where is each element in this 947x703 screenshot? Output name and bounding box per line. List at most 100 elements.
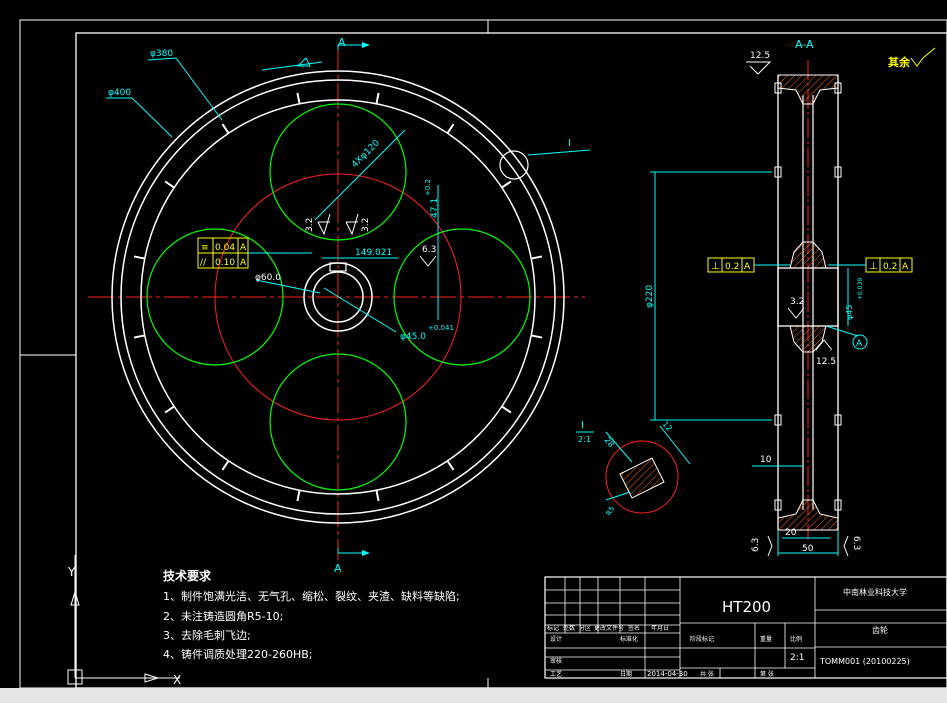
roughness-hub: 3.2 — [790, 297, 804, 307]
rim-rib-mark — [531, 255, 543, 260]
hub-roughness-symbol — [787, 307, 805, 319]
rim-rib-mark — [501, 405, 512, 414]
rim-rib-marks — [133, 92, 543, 502]
corner-roughness-note: 其余 — [888, 55, 911, 69]
d380-leader — [147, 57, 177, 61]
rim-rib-mark — [296, 490, 301, 502]
rib-edge-mark — [834, 82, 842, 94]
tb-label-designer: 设计 — [550, 635, 562, 643]
tb-label-process: 工艺 — [550, 670, 562, 678]
gear-root-circle — [140, 99, 536, 495]
university-label: 中南林业科技大学 — [843, 587, 907, 597]
scale-value: 2:1 — [790, 653, 804, 663]
title-block: HT200 中南林业科技大学 齿轮 TOMM001 (20100225) 2:1… — [544, 576, 947, 679]
tb-label-sheet: 第 张 — [760, 670, 774, 678]
hub-leader — [255, 279, 321, 294]
ucs-origin-box — [67, 669, 83, 685]
detail-dim-c — [605, 491, 631, 501]
section-arrow-top — [337, 44, 362, 50]
roughness-right-symbol — [843, 535, 849, 557]
section-title: A-A — [795, 38, 814, 51]
rim-rib-mark — [221, 460, 230, 471]
roughness-symbol-top — [746, 61, 772, 75]
roughness-12-5-bottom: 12.5 — [816, 357, 836, 367]
gear-rim-inner-circle — [120, 79, 556, 515]
ucs-icon: Y X — [67, 555, 181, 687]
rim-section-top — [777, 74, 839, 105]
detail-i-region — [499, 150, 529, 180]
tol-row2-datum: A — [240, 258, 247, 268]
rib-edge-marks — [774, 82, 842, 511]
tb-label-change: 更改文件号 — [594, 624, 624, 632]
tol-row1-value: 0.04 — [215, 243, 235, 253]
detail-label: I — [581, 420, 584, 431]
dim-10: 10 — [760, 455, 772, 465]
front-view: I A A φ380 φ400 4Xφ120 47.1 +0.2 149.021 — [88, 36, 591, 575]
tech-requirement-item: 4、铸件调质处理220-260HB; — [163, 647, 312, 661]
tb-label-mark: 标记 — [547, 624, 559, 632]
tech-requirement-item: 1、制件饱满光洁、无气孔、缩松、裂纹、夹渣、缺料等缺陷; — [163, 589, 460, 603]
roughness-3-2b: 3.2 — [361, 218, 371, 232]
section-arrow-bottom — [337, 548, 362, 554]
hub-bore — [777, 267, 839, 327]
tech-requirements-title: 技术要求 — [163, 568, 212, 583]
tol-left-value: 0.2 — [725, 262, 739, 272]
title-block-grid — [545, 577, 947, 678]
tb-label-weight: 重量 — [760, 635, 772, 643]
rim-rib-mark — [296, 92, 301, 104]
roughness-12-5-top: 12.5 — [750, 51, 770, 61]
tb-label-count: 处数 — [563, 624, 575, 632]
rim-rib-mark — [446, 460, 455, 471]
detail-slot — [619, 457, 665, 499]
rim-rib-mark — [133, 255, 145, 260]
roughness-left: 6.3 — [751, 538, 761, 552]
tol-frame-right — [828, 257, 913, 273]
tol-frame-left — [707, 257, 790, 273]
rim-rib-mark — [531, 334, 543, 339]
detail-circle — [605, 440, 679, 514]
surface-mark-top — [296, 57, 311, 67]
detail-dim-a-text: 28 — [602, 436, 615, 450]
dim-d380: φ380 — [150, 49, 173, 59]
rib-edge-mark — [774, 82, 782, 94]
bore-circle — [312, 271, 364, 323]
gear-outer-circle — [111, 70, 565, 524]
detail-dim-c-text: R5 — [605, 505, 617, 517]
title-block-frame — [544, 576, 947, 679]
dim-47: 47.1 — [430, 198, 440, 218]
cad-drawing-canvas[interactable]: I A A φ380 φ400 4Xφ120 47.1 +0.2 149.021 — [0, 0, 947, 688]
inner-frame — [75, 32, 947, 688]
keyway — [329, 262, 347, 272]
tol-left-datum: A — [744, 262, 751, 272]
dim-bore-section-tol: +0.039 — [857, 278, 864, 300]
datum-leader — [825, 325, 859, 337]
section-mark-top: A — [338, 36, 346, 49]
rim-rib-mark — [133, 334, 145, 339]
lightening-hole-right — [393, 228, 531, 366]
dim-47-tol: +0.2 — [424, 179, 432, 196]
rim-rib-mark — [446, 123, 455, 134]
roughness-6-3: 6.3 — [422, 245, 436, 255]
roughness-mark-6-3 — [419, 255, 437, 267]
dim-50: 50 — [802, 544, 814, 554]
drawing-number: TOMM001 (20100225) — [819, 657, 910, 666]
lightening-hole-left — [146, 228, 284, 366]
detail-dim-b-text: 12 — [660, 420, 673, 434]
tb-label-scale: 比例 — [790, 635, 802, 643]
tol-right-symbol: ⊥ — [869, 261, 878, 272]
tb-label-checker: 审核 — [550, 657, 562, 665]
tb-label-date: 日期 — [620, 670, 632, 678]
tb-label-ymd: 年月日 — [651, 624, 669, 632]
detail-i-leader — [527, 149, 591, 156]
roughness-left-symbol — [767, 535, 773, 557]
tb-label-std: 标准化 — [620, 635, 638, 643]
lightening-hole-bottom — [269, 353, 407, 491]
tol-left-symbol: ⊥ — [711, 261, 720, 272]
tb-label-partition: 分区 — [579, 624, 591, 632]
dim-d400: φ400 — [108, 88, 131, 98]
detail-i-callout: I — [568, 138, 571, 149]
outer-border — [19, 19, 947, 688]
dim-149: 149.021 — [355, 248, 392, 258]
dim-hub: φ60.0 — [255, 273, 281, 283]
tech-requirement-item: 2、未注铸造圆角R5-10; — [163, 609, 283, 623]
